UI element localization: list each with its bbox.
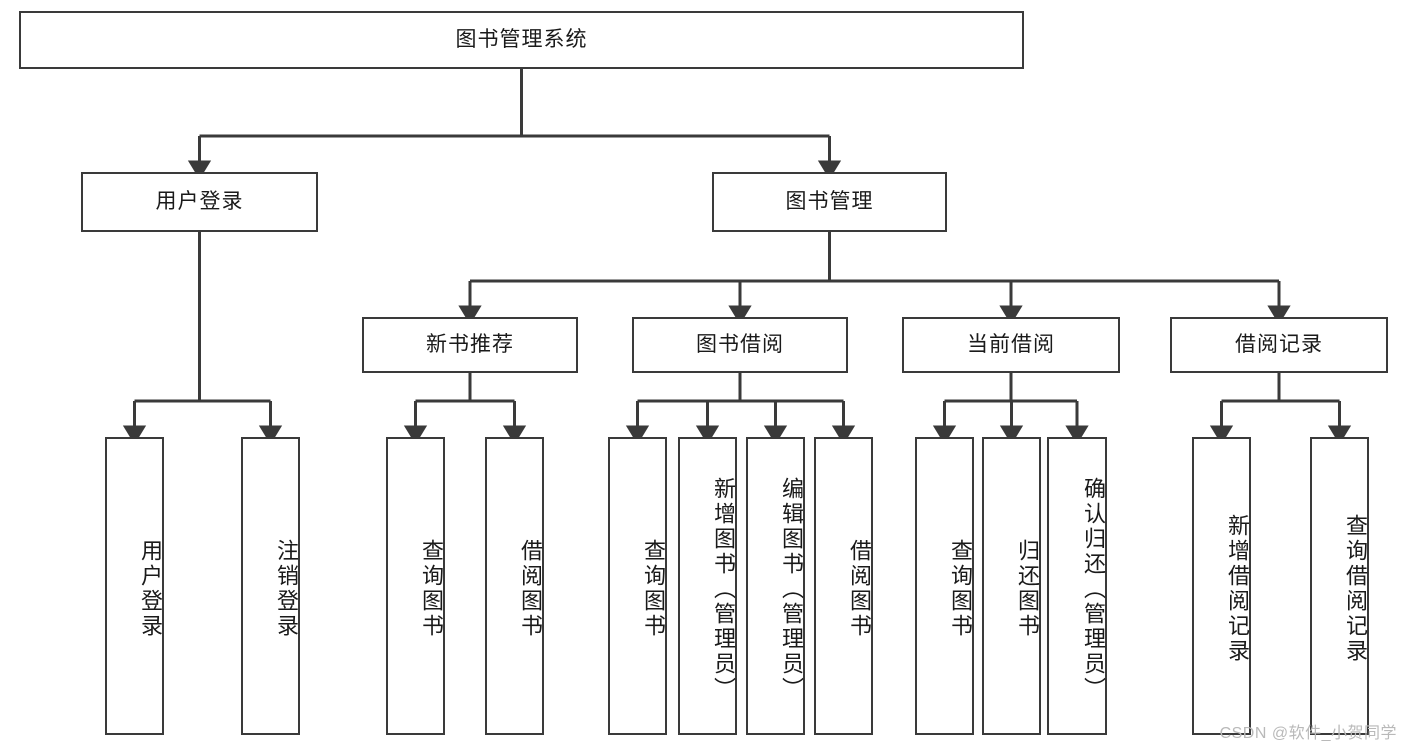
node-label: 新书推荐 [426,333,514,357]
node-root: 图书管理系统 [19,11,1024,69]
node-label: 新增图书（管理员） [711,476,736,702]
node-label: 确认归还（管理员） [1081,476,1106,702]
node-leaf-query-book-1: 查询图书 [386,437,445,735]
node-label: 当前借阅 [967,333,1055,357]
node-leaf-user-login: 用户登录 [105,437,164,735]
node-label: 查询图书 [419,539,444,639]
node-label: 归还图书 [1015,539,1040,639]
node-current-borrow: 当前借阅 [902,317,1120,373]
node-leaf-query-borrow-record: 查询借阅记录 [1310,437,1369,735]
node-leaf-borrow-book-2: 借阅图书 [814,437,873,735]
node-label: 查询借阅记录 [1343,514,1368,664]
node-label: 图书管理系统 [455,28,588,52]
node-label: 借阅记录 [1235,333,1323,357]
node-leaf-query-book-3: 查询图书 [915,437,974,735]
node-label: 借阅图书 [518,539,543,639]
node-label: 编辑图书（管理员） [779,476,804,702]
node-leaf-query-book-2: 查询图书 [608,437,667,735]
node-leaf-user-logout: 注销登录 [241,437,300,735]
node-label: 查询图书 [641,539,666,639]
node-label: 图书管理 [785,190,874,214]
edge-group [122,69,1352,445]
node-label: 注销登录 [274,539,299,639]
node-label: 用户登录 [138,539,163,639]
node-label: 借阅图书 [847,539,872,639]
node-leaf-borrow-book-1: 借阅图书 [485,437,544,735]
watermark: CSDN @软件_小贺同学 [1219,725,1397,742]
node-leaf-edit-book: 编辑图书（管理员） [746,437,805,735]
node-label: 用户登录 [155,190,244,214]
node-new-book-recommend: 新书推荐 [362,317,578,373]
node-book-manage: 图书管理 [712,172,947,232]
node-leaf-return-book: 归还图书 [982,437,1041,735]
node-user-login: 用户登录 [81,172,318,232]
node-leaf-add-borrow-record: 新增借阅记录 [1192,437,1251,735]
node-label: 新增借阅记录 [1225,514,1250,664]
node-leaf-confirm-return: 确认归还（管理员） [1047,437,1107,735]
node-label: 查询图书 [948,539,973,639]
node-borrow-record: 借阅记录 [1170,317,1388,373]
node-leaf-add-book: 新增图书（管理员） [678,437,737,735]
node-label: 图书借阅 [696,333,784,357]
node-book-borrow: 图书借阅 [632,317,848,373]
